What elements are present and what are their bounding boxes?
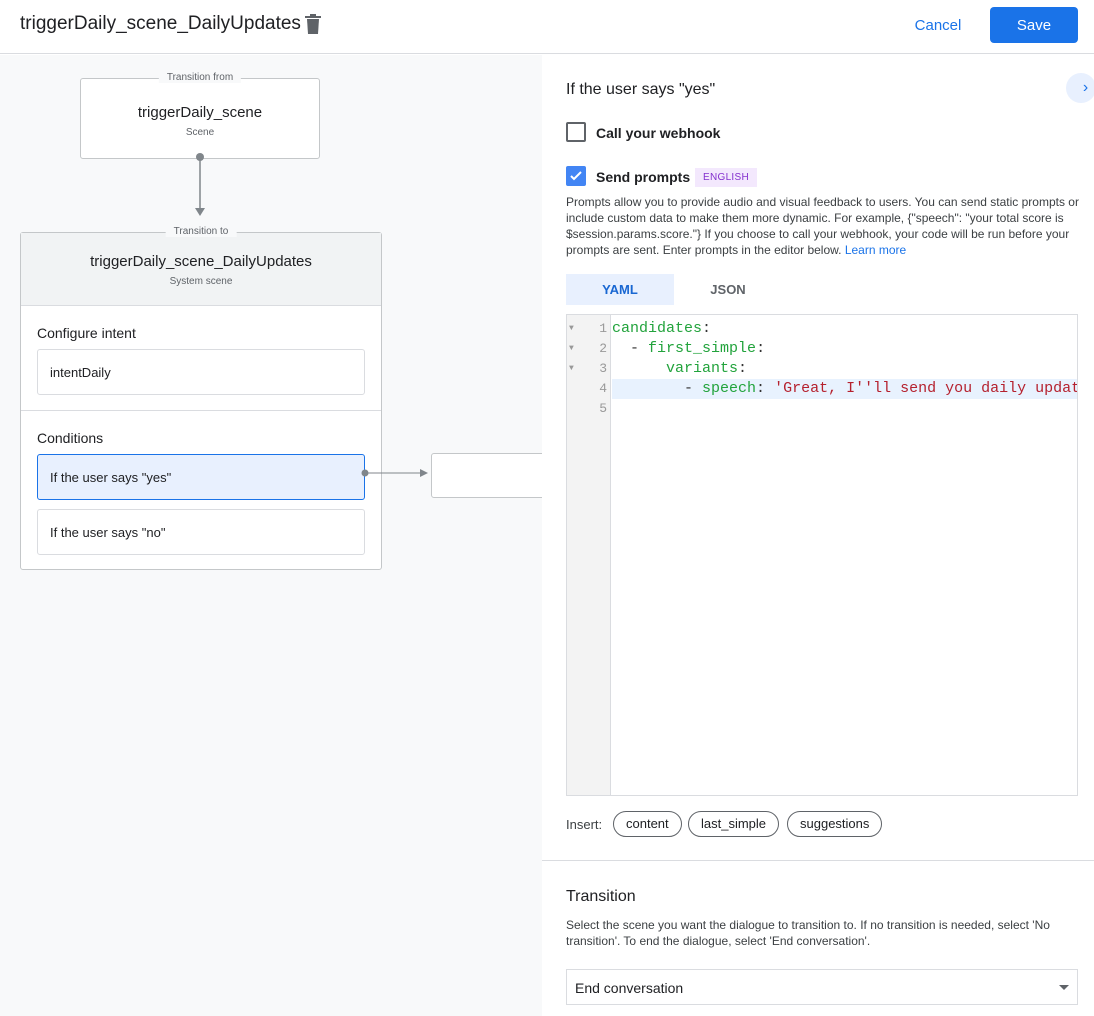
check-icon xyxy=(570,171,582,181)
scene-name: triggerDaily_scene_DailyUpdates xyxy=(90,253,312,270)
line-number: 5 xyxy=(567,399,611,419)
chevron-right-icon[interactable]: › xyxy=(1066,73,1094,103)
configure-intent-label: Configure intent xyxy=(37,325,136,341)
selected-value: End conversation xyxy=(575,980,684,996)
indent xyxy=(612,340,630,357)
separator: : xyxy=(702,320,712,337)
insert-last-simple-chip[interactable]: last_simple xyxy=(688,811,780,837)
yaml-key: candidates xyxy=(612,320,703,337)
language-badge: ENGLISH xyxy=(695,168,758,187)
description-text: Prompts allow you to provide audio and v… xyxy=(566,195,1079,257)
line-number-text: 5 xyxy=(599,401,607,416)
yaml-key: speech xyxy=(702,380,757,397)
insert-label: Insert: xyxy=(566,817,603,832)
indent xyxy=(612,380,684,397)
tab-json[interactable]: JSON xyxy=(710,282,746,297)
top-bar: triggerDaily_scene_DailyUpdates Cancel S… xyxy=(0,0,1094,54)
insert-suggestions-chip[interactable]: suggestions xyxy=(787,811,883,837)
scene-canvas[interactable]: Transition from triggerDaily_scene Scene… xyxy=(0,55,542,1016)
node-legend: Transition to xyxy=(165,226,237,237)
yaml-value: 'Great, I''ll send you daily updates. xyxy=(774,380,1078,397)
webhook-checkbox[interactable] xyxy=(566,122,586,142)
scene-type: Scene xyxy=(185,127,215,138)
line-number-text: 2 xyxy=(599,341,607,356)
send-prompts-label: Send prompts xyxy=(596,169,691,185)
transition-description: Select the scene you want the dialogue t… xyxy=(566,918,1050,948)
webhook-label: Call your webhook xyxy=(596,125,721,141)
code-line[interactable]: candidates: xyxy=(612,319,1077,339)
transition-select[interactable]: End conversation xyxy=(566,969,1078,1005)
condition-panel: › If the user says "yes" Call your webho… xyxy=(542,55,1094,1016)
scene-name: triggerDaily_scene xyxy=(137,104,263,121)
line-number: ▼1 xyxy=(567,319,611,339)
line-number: ▼3 xyxy=(567,359,611,379)
line-number-text: 4 xyxy=(599,381,607,396)
line-number: 4 xyxy=(567,379,611,399)
send-prompts-checkbox[interactable] xyxy=(566,166,586,186)
conditions-label: Conditions xyxy=(37,430,104,446)
node-legend: Transition from xyxy=(158,72,242,83)
list-dash: - xyxy=(684,380,703,397)
fold-arrow-icon[interactable]: ▼ xyxy=(569,364,574,373)
separator: : xyxy=(756,340,766,357)
condition-no[interactable]: If the user says "no" xyxy=(37,509,365,555)
code-line[interactable]: - speech: 'Great, I''ll send you daily u… xyxy=(612,379,1078,399)
prompts-description: Prompts allow you to provide audio and v… xyxy=(566,194,1086,258)
delete-icon[interactable] xyxy=(304,14,322,34)
transition-to-node: Transition to triggerDaily_scene_DailyUp… xyxy=(20,226,382,570)
separator: : xyxy=(756,380,775,397)
code-line[interactable] xyxy=(612,399,1077,419)
divider xyxy=(542,860,1094,861)
transition-heading: Transition xyxy=(566,888,636,905)
line-gutter xyxy=(567,315,611,795)
code-line[interactable]: - first_simple: xyxy=(612,339,1077,359)
yaml-key: variants xyxy=(666,360,739,377)
fold-arrow-icon[interactable]: ▼ xyxy=(569,324,574,333)
insert-content-chip[interactable]: content xyxy=(613,811,682,837)
yaml-key: first_simple xyxy=(648,340,757,357)
cancel-button[interactable]: Cancel xyxy=(904,8,972,42)
save-button[interactable]: Save xyxy=(990,7,1078,43)
line-number-text: 3 xyxy=(599,361,607,376)
condition-connector xyxy=(361,469,428,477)
target-scene-node[interactable] xyxy=(431,453,542,498)
intent-item[interactable]: intentDaily xyxy=(37,349,365,395)
line-number: ▼2 xyxy=(567,339,611,359)
page-title: triggerDaily_scene_DailyUpdates xyxy=(20,13,301,34)
panel-heading: If the user says "yes" xyxy=(566,81,716,98)
condition-yes[interactable]: If the user says "yes" xyxy=(37,454,365,500)
fold-arrow-icon[interactable]: ▼ xyxy=(569,344,574,353)
line-number-text: 1 xyxy=(599,321,607,336)
code-line[interactable]: variants: xyxy=(612,359,1077,379)
tab-yaml[interactable]: YAML xyxy=(566,274,674,305)
indent xyxy=(612,360,666,377)
list-dash: - xyxy=(630,340,649,357)
dropdown-arrow-icon xyxy=(1059,985,1069,990)
scene-type: System scene xyxy=(169,276,233,287)
node-header: Transition to triggerDaily_scene_DailyUp… xyxy=(21,226,381,306)
connector-arrow xyxy=(195,153,205,216)
learn-more-link[interactable]: Learn more xyxy=(844,243,907,257)
transition-from-node[interactable]: Transition from triggerDaily_scene Scene xyxy=(80,72,320,159)
separator: : xyxy=(738,360,748,377)
